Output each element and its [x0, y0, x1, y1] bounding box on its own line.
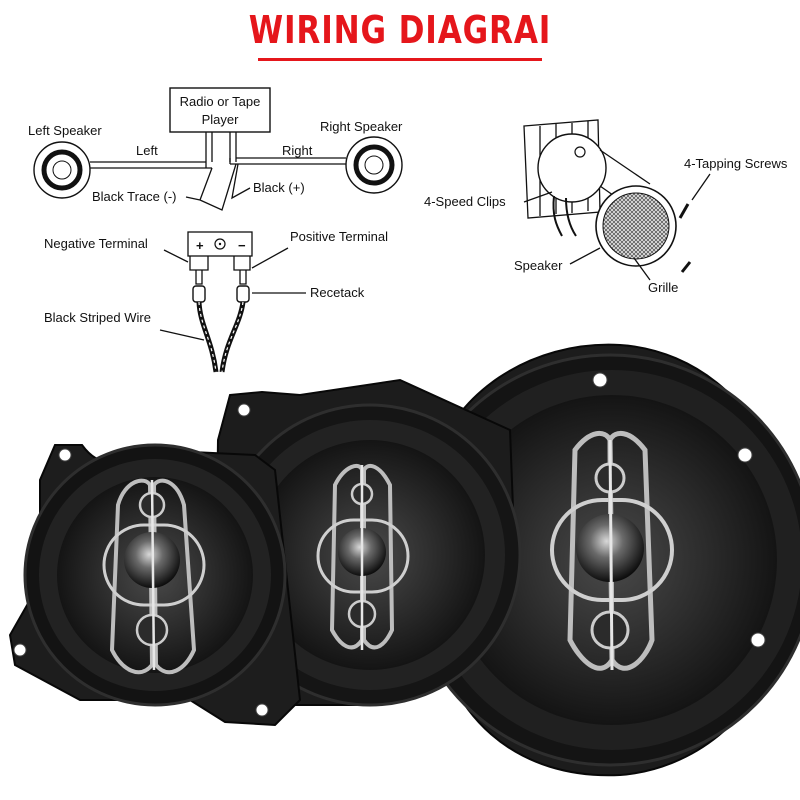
right-speaker-label: Right Speaker — [320, 119, 403, 134]
mounting-diagram: 4-Tapping Screws 4-Speed Clips Speaker G… — [424, 119, 788, 295]
radio-box — [169, 87, 271, 133]
black-striped-wire-label: Black Striped Wire — [44, 310, 151, 325]
small-speaker-tweeter-bridge — [102, 478, 206, 675]
medium-speaker — [213, 378, 522, 707]
tapping-screw-icon — [678, 203, 692, 273]
grille-label: Grille — [648, 280, 678, 295]
black-trace-label: Black Trace (-) — [92, 189, 177, 204]
plus-sign: + — [196, 238, 204, 253]
speed-clips-label: 4-Speed Clips — [424, 194, 506, 209]
grille-symbol — [595, 185, 677, 267]
black-striped-wires — [196, 301, 246, 373]
left-label: Left — [136, 143, 158, 158]
negative-terminal-label: Negative Terminal — [44, 236, 148, 251]
large-speaker-tweeter-bridge — [550, 431, 674, 671]
tapping-screws-label: 4-Tapping Screws — [684, 156, 788, 171]
page-title: WIRING DIAGRAI — [248, 8, 552, 52]
title-underline — [258, 58, 542, 61]
right-label: Right — [282, 143, 313, 158]
positive-terminal-label: Positive Terminal — [290, 229, 388, 244]
radio-label-2: Player — [202, 112, 240, 127]
recetack-connectors — [192, 285, 250, 303]
speaker-label: Speaker — [514, 258, 563, 273]
medium-speaker-tweeter-bridge — [316, 463, 410, 650]
terminal-block: + − — [187, 231, 253, 285]
radio-label-1: Radio or Tape — [180, 94, 261, 109]
minus-sign: − — [238, 238, 246, 253]
speaker-body — [537, 133, 607, 203]
wiring-diagram: Radio or Tape Player Left Speaker Right … — [28, 87, 403, 373]
right-speaker-symbol — [345, 136, 403, 194]
left-speaker-label: Left Speaker — [28, 123, 102, 138]
black-plus-label: Black (+) — [253, 180, 305, 195]
small-speaker — [8, 443, 302, 727]
left-speaker-symbol — [33, 141, 91, 199]
recetack-label: Recetack — [310, 285, 365, 300]
